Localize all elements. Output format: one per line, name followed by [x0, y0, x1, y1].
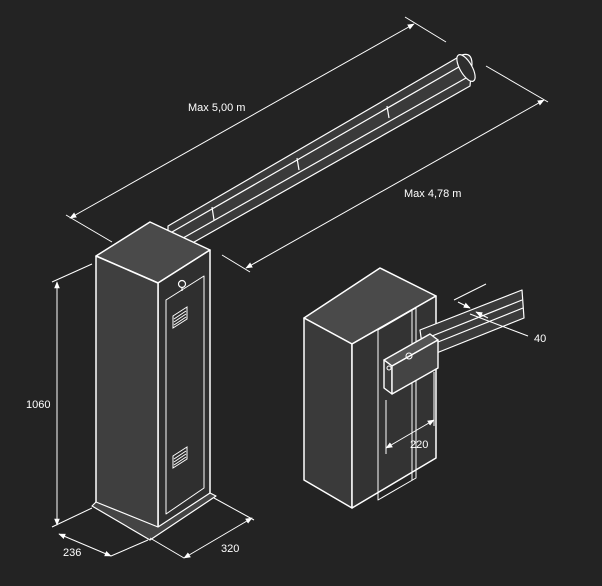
vent-grille-icon: [172, 446, 188, 469]
cabinet-door: [165, 275, 205, 515]
detail-bracket: [383, 333, 439, 395]
lock-icon: [177, 279, 187, 291]
label-width: 320: [221, 543, 240, 555]
dimension-arm-offset: [453, 283, 529, 337]
main-cabinet: [91, 221, 217, 541]
detail-front: [303, 317, 353, 509]
label-max-length: Max 5,00 m: [188, 102, 246, 114]
dimension-clear-length: [221, 65, 549, 273]
label-depth: 236: [63, 547, 82, 559]
detail-cabinet: [303, 267, 437, 509]
label-arm-offset: 40: [534, 333, 547, 345]
dimension-arm-width: [385, 372, 435, 454]
base-plate: [91, 492, 217, 541]
label-height: 1060: [26, 399, 51, 411]
cabinet-front: [95, 255, 159, 531]
dimension-height: [51, 263, 93, 528]
dimension-depth: [58, 533, 149, 557]
label-clear-length: Max 4,78 m: [404, 188, 462, 200]
vent-grille-icon: [172, 306, 188, 329]
boom-arm: [167, 53, 476, 251]
label-arm-width: 220: [410, 439, 429, 451]
dimension-width: [149, 497, 255, 559]
dimension-max-length: [65, 16, 447, 243]
